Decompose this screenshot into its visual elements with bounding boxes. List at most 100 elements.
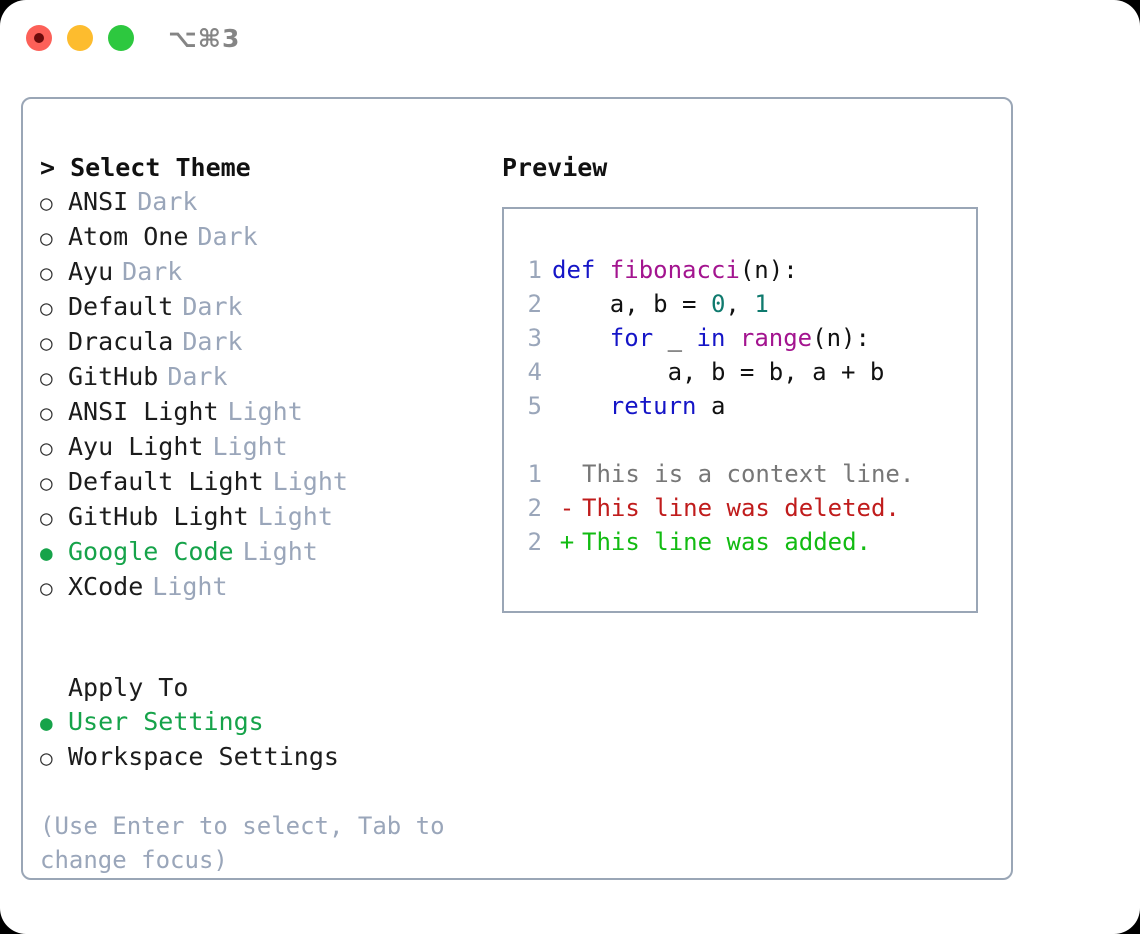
maximize-window-button[interactable] — [108, 25, 134, 51]
radio-unselected-icon[interactable]: ○ — [40, 366, 53, 390]
code-token: , — [725, 290, 755, 318]
theme-variant-tag: Dark — [182, 292, 243, 321]
radio-unselected-icon[interactable]: ○ — [40, 331, 53, 355]
diff-marker — [552, 457, 582, 491]
apply-to-option-label: Workspace Settings — [68, 742, 339, 771]
radio-unselected-icon[interactable]: ○ — [40, 261, 53, 285]
theme-option-row[interactable]: ○ Dracula Dark — [40, 325, 500, 360]
apply-to-list[interactable]: ●User Settings ○ Workspace Settings — [40, 705, 500, 775]
theme-variant-tag: Dark — [182, 327, 243, 356]
code-token: in — [696, 324, 726, 352]
theme-variant-tag: Light — [257, 502, 333, 531]
theme-option-label: Dracula — [68, 327, 174, 356]
diff-line: 1 This is a context line. — [518, 457, 968, 491]
diff-line: 2-This line was deleted. — [518, 491, 968, 525]
diff-line-number: 1 — [527, 460, 542, 488]
theme-option-label: Default — [68, 292, 174, 321]
apply-to-option-row[interactable]: ●User Settings — [40, 705, 500, 740]
radio-unselected-icon[interactable]: ○ — [40, 436, 53, 460]
code-token: return — [609, 392, 697, 420]
select-theme-heading: > Select Theme — [40, 153, 251, 182]
apply-to-option-row[interactable]: ○ Workspace Settings — [40, 740, 500, 775]
title-bar: ⌥⌘3 — [0, 0, 1140, 78]
theme-variant-tag: Light — [152, 572, 228, 601]
radio-selected-icon[interactable]: ● — [40, 541, 53, 565]
code-token: a — [696, 392, 726, 420]
theme-variant-tag: Dark — [197, 222, 258, 251]
code-line: 3 for _ in range(n): — [518, 321, 968, 355]
theme-variant-tag: Dark — [167, 362, 228, 391]
radio-unselected-icon[interactable]: ○ — [40, 191, 53, 215]
preview-heading: Preview — [502, 153, 608, 182]
code-token — [552, 392, 610, 420]
code-token: def — [552, 256, 610, 284]
diff-line-number: 2 — [527, 494, 542, 522]
theme-option-label: ANSI Light — [68, 397, 219, 426]
code-token: a, b = — [552, 290, 711, 318]
theme-option-label: Ayu — [68, 257, 114, 286]
diff-line-text: This line was deleted. — [582, 494, 900, 522]
recording-indicator-icon — [34, 33, 44, 43]
keyboard-hint-text: (Use Enter to select, Tab to change focu… — [40, 812, 460, 874]
minimize-window-button[interactable] — [67, 25, 93, 51]
theme-variant-tag: Light — [242, 537, 318, 566]
radio-unselected-icon[interactable]: ○ — [40, 296, 53, 320]
code-line-text: for _ in range(n): — [552, 321, 870, 355]
code-line-text: a, b = 0, 1 — [552, 287, 769, 321]
line-number: 4 — [527, 358, 542, 386]
diff-line-number: 2 — [527, 528, 542, 556]
radio-unselected-icon[interactable]: ○ — [40, 576, 53, 600]
code-line-text: a, b = b, a + b — [552, 355, 885, 389]
line-number: 2 — [527, 290, 542, 318]
code-line: 2 a, b = 0, 1 — [518, 287, 968, 321]
diff-marker: + — [559, 528, 575, 556]
code-token: _ — [653, 324, 697, 352]
keyboard-shortcut-label: ⌥⌘3 — [168, 24, 241, 53]
radio-unselected-icon[interactable]: ○ — [40, 506, 53, 530]
theme-option-row[interactable]: ○ GitHub Light Light — [40, 500, 500, 535]
traffic-light-group — [26, 25, 134, 51]
radio-selected-icon[interactable]: ● — [40, 711, 53, 735]
code-token: 0 — [710, 290, 726, 318]
diff-line-group: 1 This is a context line.2-This line was… — [518, 457, 968, 559]
theme-option-row[interactable]: ○ Default Dark — [40, 290, 500, 325]
code-token — [552, 324, 610, 352]
theme-option-label: Ayu Light — [68, 432, 204, 461]
radio-unselected-icon[interactable]: ○ — [40, 226, 53, 250]
code-token: range — [739, 324, 813, 352]
code-token: (n): — [739, 256, 798, 284]
code-token: 1 — [754, 290, 769, 318]
code-token: (n): — [812, 324, 870, 352]
diff-line-text: This is a context line. — [582, 460, 915, 488]
theme-variant-tag: Light — [227, 397, 303, 426]
line-number: 1 — [527, 256, 542, 284]
theme-option-label: GitHub Light — [68, 502, 249, 531]
radio-unselected-icon[interactable]: ○ — [40, 471, 53, 495]
theme-variant-tag: Light — [272, 467, 348, 496]
line-number: 5 — [527, 392, 542, 420]
code-token: for — [609, 324, 654, 352]
close-window-button[interactable] — [26, 25, 52, 51]
diff-line: 2+This line was added. — [518, 525, 968, 559]
theme-option-row[interactable]: ○ GitHub Dark — [40, 360, 500, 395]
radio-unselected-icon[interactable]: ○ — [40, 746, 53, 770]
theme-option-label: Atom One — [68, 222, 189, 251]
apply-to-heading: Apply To — [68, 673, 189, 702]
theme-option-row[interactable]: ○ Atom One Dark — [40, 220, 500, 255]
theme-option-row[interactable]: ○ ANSI Light Light — [40, 395, 500, 430]
radio-unselected-icon[interactable]: ○ — [40, 401, 53, 425]
theme-option-label: GitHub — [68, 362, 159, 391]
